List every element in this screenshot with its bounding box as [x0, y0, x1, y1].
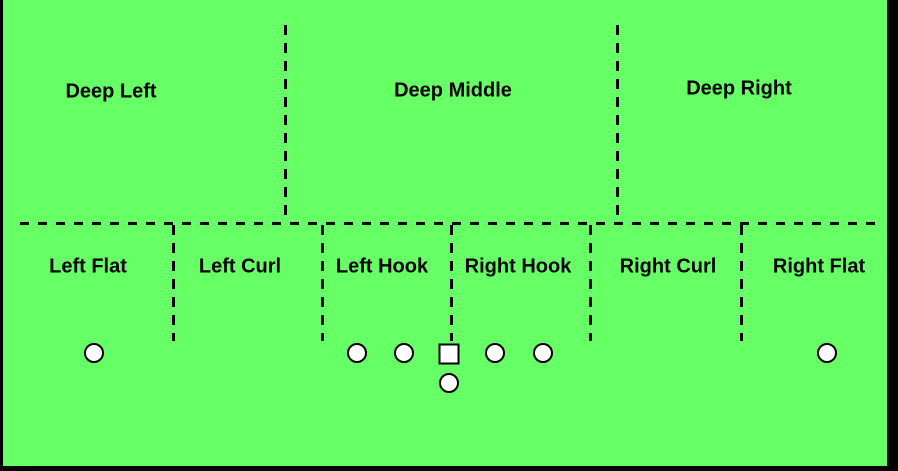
zone-label-left-hook: Left Hook — [335, 255, 429, 278]
deep-underneath-boundary-line — [20, 222, 882, 225]
player-marker-center — [438, 343, 460, 365]
deep-left-middle-boundary-line — [284, 25, 287, 223]
left-curl-hook-boundary-line — [321, 225, 324, 341]
left-right-hook-boundary-line — [450, 225, 453, 341]
player-marker-wide-receiver-right — [817, 343, 837, 363]
football-field: Deep Left Deep Middle Deep Right Left Fl… — [3, 0, 887, 466]
zone-label-right-hook: Right Hook — [464, 255, 572, 278]
zone-label-right-curl: Right Curl — [619, 255, 717, 278]
player-marker-offensive-lineman-2 — [394, 343, 414, 363]
right-hook-curl-boundary-line — [589, 225, 592, 341]
zone-label-deep-right: Deep Right — [686, 77, 792, 100]
player-marker-wide-receiver-left — [84, 343, 104, 363]
zone-label-left-curl: Left Curl — [198, 255, 282, 278]
zone-label-left-flat: Left Flat — [49, 255, 127, 278]
player-marker-offensive-lineman-3 — [485, 343, 505, 363]
player-marker-offensive-lineman-1 — [347, 343, 367, 363]
right-curl-flat-boundary-line — [740, 225, 743, 341]
zone-label-deep-middle: Deep Middle — [394, 79, 512, 102]
zone-label-right-flat: Right Flat — [772, 255, 866, 278]
player-marker-quarterback — [439, 373, 459, 393]
zone-label-deep-left: Deep Left — [65, 80, 157, 103]
deep-middle-right-boundary-line — [616, 25, 619, 223]
player-marker-offensive-lineman-4 — [533, 343, 553, 363]
left-flat-curl-boundary-line — [172, 225, 175, 341]
